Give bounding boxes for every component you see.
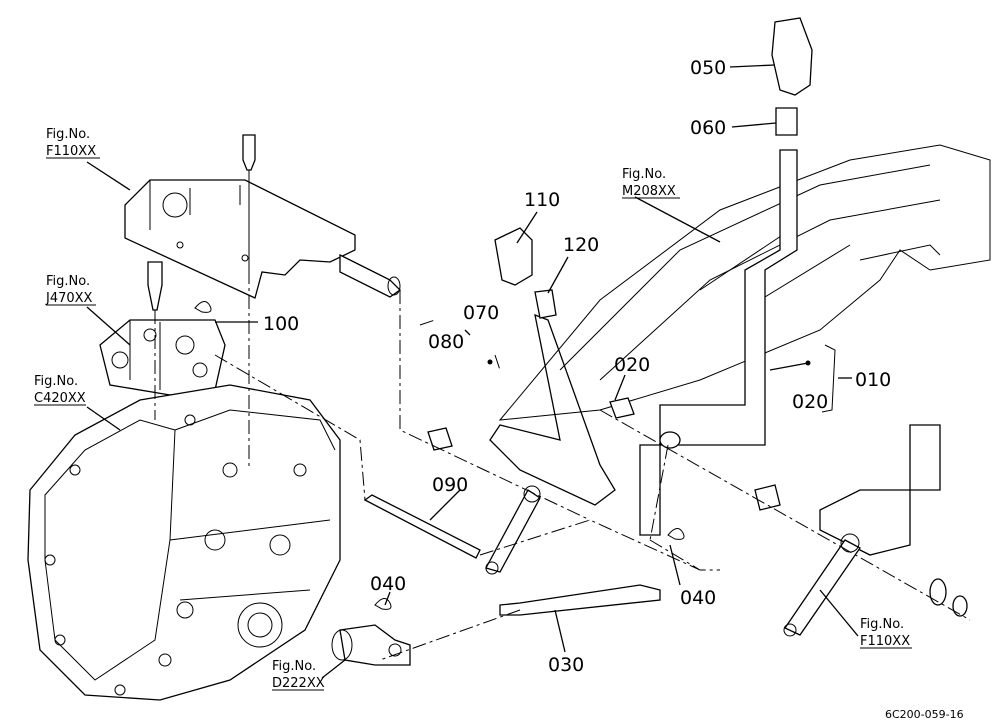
bracket-080-070 bbox=[419, 319, 501, 371]
cotter-pin-040a bbox=[374, 598, 392, 610]
label-070: 070 bbox=[463, 302, 499, 324]
part-070-lever bbox=[485, 313, 616, 575]
label-030: 030 bbox=[548, 654, 584, 676]
part-030-rod bbox=[499, 584, 661, 616]
part-110-knob bbox=[494, 227, 533, 286]
part-050-knob bbox=[771, 17, 813, 96]
figref-m208-title: Fig.No. bbox=[622, 167, 666, 182]
right-bracket bbox=[783, 424, 968, 637]
bracket-010 bbox=[821, 344, 836, 413]
label-100: 100 bbox=[263, 313, 299, 335]
cotter-pin-040b bbox=[667, 528, 685, 540]
figref-d222-title: Fig.No. bbox=[272, 659, 316, 674]
label-060: 060 bbox=[690, 117, 726, 139]
figref-f110-top-title: Fig.No. bbox=[46, 127, 90, 142]
part-020-bushing-a bbox=[609, 397, 635, 419]
figref-c420-code: C420XX bbox=[34, 391, 86, 406]
figref-c420-title: Fig.No. bbox=[34, 374, 78, 389]
label-020-upper: 020 bbox=[614, 354, 650, 376]
dot-080 bbox=[487, 359, 493, 365]
console-panel bbox=[498, 144, 991, 421]
label-090: 090 bbox=[432, 474, 468, 496]
part-080-bushing bbox=[427, 427, 453, 451]
figref-f110-bottom-code: F110XX bbox=[860, 634, 910, 649]
top-bracket-plate bbox=[124, 179, 402, 299]
valve-block bbox=[99, 319, 226, 396]
axis-lines bbox=[154, 270, 971, 661]
label-010: 010 bbox=[855, 369, 891, 391]
label-040-left: 040 bbox=[370, 573, 406, 595]
part-120-sleeve bbox=[534, 289, 557, 319]
label-120: 120 bbox=[563, 234, 599, 256]
figref-f110-top-code: F110XX bbox=[46, 144, 96, 159]
figref-m208-code: M208XX bbox=[622, 184, 676, 199]
figref-j470-code: J470XX bbox=[45, 291, 93, 306]
figref-d222-code: D222XX bbox=[272, 676, 325, 691]
figref-f110-bottom-title: Fig.No. bbox=[860, 617, 904, 632]
drawing-code: 6C200-059-16 bbox=[885, 708, 964, 721]
bolt-top bbox=[242, 134, 256, 270]
valve-d222 bbox=[331, 624, 411, 666]
label-050: 050 bbox=[690, 57, 726, 79]
part-090-rod bbox=[363, 494, 481, 559]
label-080: 080 bbox=[428, 331, 464, 353]
figref-j470-title: Fig.No. bbox=[46, 274, 90, 289]
label-040-right: 040 bbox=[680, 587, 716, 609]
label-110: 110 bbox=[524, 189, 560, 211]
transmission-case bbox=[27, 384, 341, 701]
bolt-left bbox=[147, 261, 163, 311]
bushing-right bbox=[754, 484, 781, 511]
cotter-pin-100 bbox=[194, 301, 212, 313]
label-020-lower: 020 bbox=[792, 391, 828, 413]
part-060-sleeve bbox=[775, 107, 798, 136]
leader-lines bbox=[86, 64, 859, 679]
part-020-bushing-b bbox=[659, 431, 681, 449]
